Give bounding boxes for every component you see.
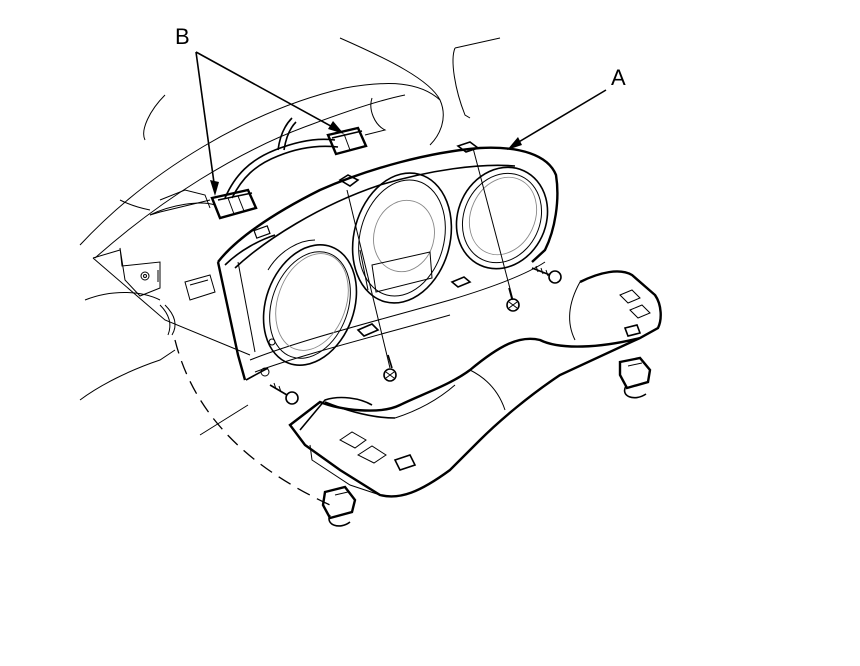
wire-harness bbox=[224, 117, 339, 199]
cluster-bezel bbox=[288, 270, 662, 498]
screw-center bbox=[383, 354, 397, 382]
screw-left bbox=[269, 382, 299, 405]
connector-b-right bbox=[326, 126, 368, 156]
callout-b-arrows bbox=[195, 51, 344, 196]
removal-path bbox=[174, 339, 331, 506]
right-gauge bbox=[455, 166, 549, 270]
cluster-tabs bbox=[338, 141, 480, 337]
center-gauge bbox=[351, 172, 453, 304]
dashboard-outline bbox=[79, 37, 501, 401]
clip-left bbox=[321, 485, 357, 527]
callout-a-label: A bbox=[611, 65, 626, 90]
callout-b-label: B bbox=[175, 24, 190, 49]
screw-far-right bbox=[531, 265, 562, 284]
screw-axis-lines bbox=[346, 147, 514, 369]
clip-right bbox=[618, 356, 652, 399]
callout-a-arrow bbox=[507, 89, 607, 150]
connector-b-left bbox=[210, 188, 258, 220]
left-gauge bbox=[262, 239, 358, 366]
